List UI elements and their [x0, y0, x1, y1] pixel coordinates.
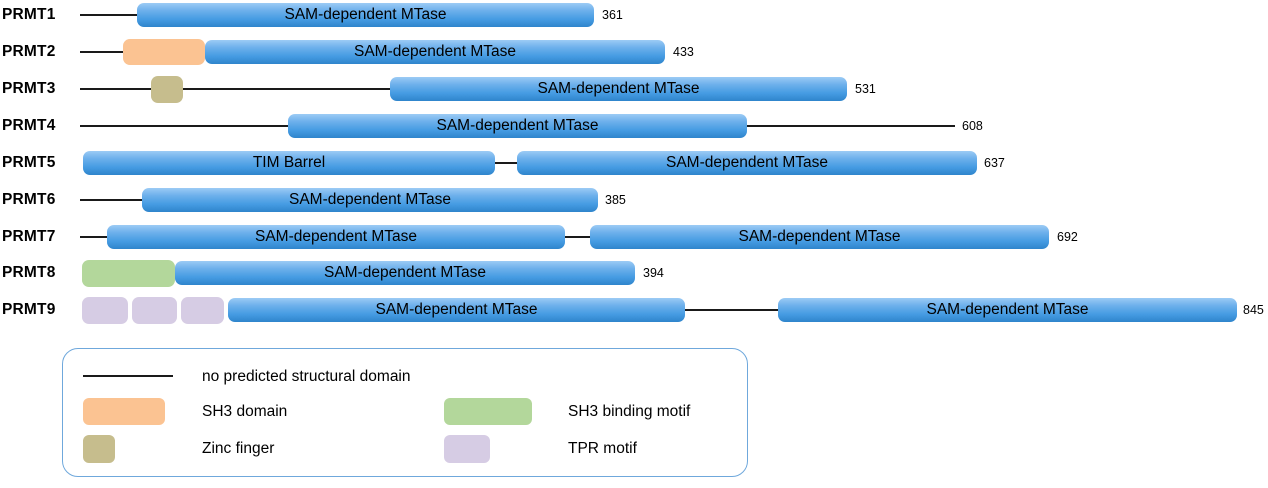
legend-swatch-tpr [444, 435, 490, 463]
domain-tpr [132, 296, 177, 324]
domain-label: SAM-dependent MTase [926, 301, 1089, 318]
linker-line [565, 236, 590, 238]
legend-label-zinc: Zinc finger [202, 440, 275, 457]
domain-mtase: SAM-dependent MTase [228, 298, 685, 322]
domain-label: SAM-dependent MTase [255, 228, 417, 245]
domain-label: TIM Barrel [252, 154, 326, 171]
legend-label-linker: no predicted structural domain [202, 368, 411, 385]
domain-mtase: SAM-dependent MTase [390, 77, 847, 101]
domain-zinc [151, 75, 183, 103]
linker-line [80, 199, 142, 201]
domain-label: SAM-dependent MTase [738, 228, 901, 245]
domain-label: SAM-dependent MTase [666, 154, 828, 171]
linker-line [495, 162, 517, 164]
domain-mtase: SAM-dependent MTase [107, 225, 565, 249]
legend-label-sh3_binding: SH3 binding motif [568, 403, 691, 420]
domain-label: SAM-dependent MTase [289, 191, 451, 208]
protein-label-prmt4: PRMT4 [2, 117, 56, 134]
domain-mtase: SAM-dependent MTase [517, 151, 977, 175]
domain-label: SAM-dependent MTase [436, 117, 599, 134]
domain-label: SAM-dependent MTase [324, 264, 486, 281]
domain-mtase: SAM-dependent MTase [590, 225, 1049, 249]
domain-label: SAM-dependent MTase [354, 43, 516, 60]
protein-length-label: 394 [643, 266, 664, 280]
protein-length-label: 692 [1057, 230, 1078, 244]
domain-mtase: SAM-dependent MTase [142, 188, 598, 212]
legend [62, 348, 748, 477]
domain-mtase: SAM-dependent MTase [175, 261, 635, 285]
legend-label-tpr: TPR motif [568, 440, 637, 457]
protein-length-label: 608 [962, 119, 983, 133]
domain-mtase: SAM-dependent MTase [778, 298, 1237, 322]
linker-line [747, 125, 955, 127]
legend-swatch-linker [83, 375, 173, 377]
legend-swatch-sh3 [83, 398, 165, 425]
domain-label: SAM-dependent MTase [375, 301, 538, 318]
legend-label-sh3: SH3 domain [202, 403, 288, 420]
legend-swatch-zinc [83, 435, 115, 463]
protein-length-label: 361 [602, 8, 623, 22]
domain-mtase: TIM Barrel [83, 151, 495, 175]
protein-length-label: 531 [855, 82, 876, 96]
linker-line [80, 51, 123, 53]
linker-line [80, 88, 151, 90]
linker-line [80, 125, 288, 127]
protein-label-prmt5: PRMT5 [2, 154, 56, 171]
protein-label-prmt1: PRMT1 [2, 6, 56, 23]
domain-label: SAM-dependent MTase [537, 80, 700, 97]
domain-mtase: SAM-dependent MTase [205, 40, 665, 64]
legend-swatch-sh3_binding [444, 398, 532, 425]
protein-label-prmt7: PRMT7 [2, 228, 56, 245]
domain-mtase: SAM-dependent MTase [137, 3, 594, 27]
linker-line [183, 88, 390, 90]
domain-sh3 [123, 39, 205, 65]
protein-length-label: 637 [984, 156, 1005, 170]
protein-label-prmt9: PRMT9 [2, 301, 56, 318]
linker-line [80, 14, 137, 16]
protein-length-label: 385 [605, 193, 626, 207]
protein-label-prmt8: PRMT8 [2, 264, 56, 281]
protein-length-label: 433 [673, 45, 694, 59]
protein-label-prmt2: PRMT2 [2, 43, 56, 60]
domain-mtase: SAM-dependent MTase [288, 114, 747, 138]
protein-label-prmt3: PRMT3 [2, 80, 56, 97]
linker-line [80, 236, 107, 238]
protein-length-label: 845 [1243, 303, 1264, 317]
domain-label: SAM-dependent MTase [284, 6, 447, 23]
domain-sh3_binding [82, 259, 175, 287]
domain-tpr [82, 296, 128, 324]
linker-line [685, 309, 778, 311]
protein-label-prmt6: PRMT6 [2, 191, 56, 208]
domain-tpr [181, 296, 224, 324]
